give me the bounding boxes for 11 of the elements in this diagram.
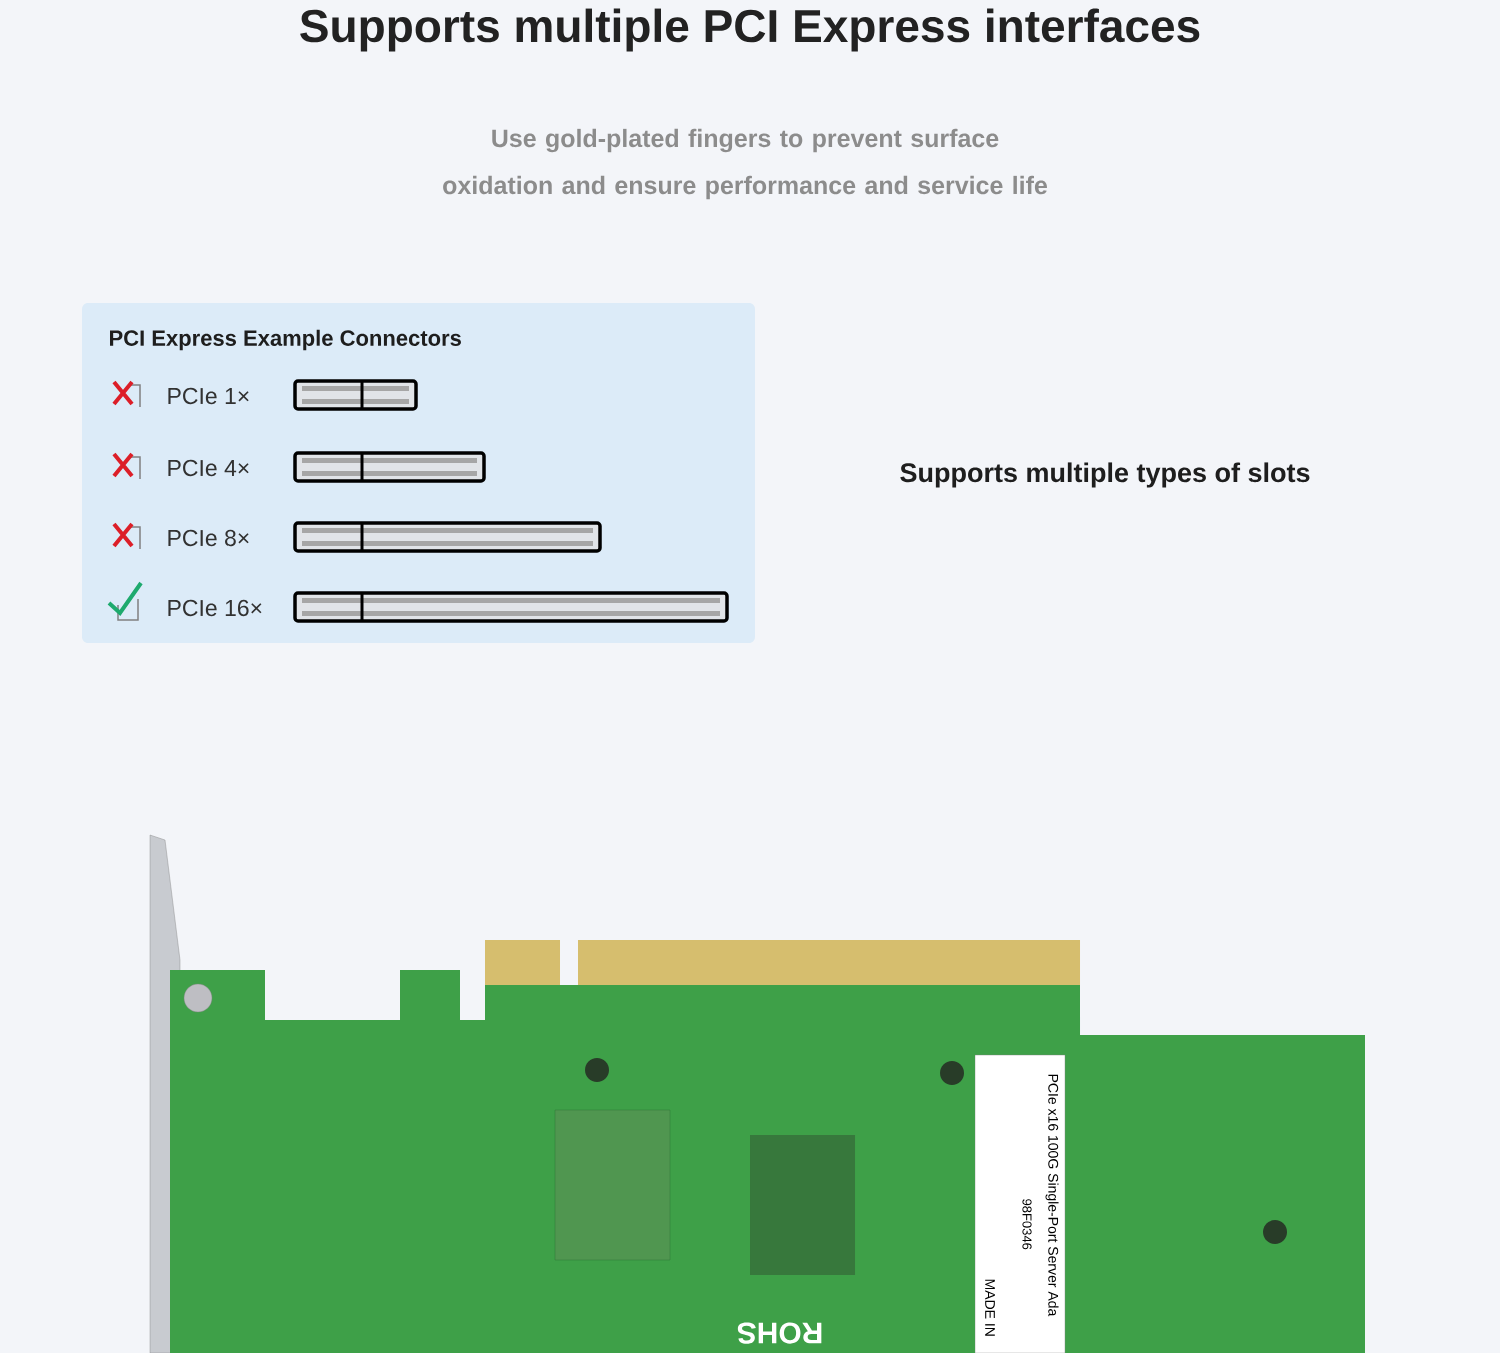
slot-label: PCIe 8× bbox=[168, 529, 249, 547]
title: Supports multiple PCI Express interfaces bbox=[300, 8, 1200, 52]
slot-label: PCIe 16× bbox=[168, 599, 262, 617]
slot-support-text: Supports multiple types of slots bbox=[900, 462, 1310, 488]
card-label-text: PCIe x16 100G Single-Port Server Ada bbox=[1045, 1074, 1059, 1317]
card-label-text: 98F0346 bbox=[1022, 1199, 1032, 1250]
card-marking: ROHS bbox=[737, 1322, 822, 1344]
slot-label: PCIe 1× bbox=[168, 387, 249, 405]
slot-label: PCIe 4× bbox=[168, 459, 249, 477]
subtitle: Use gold-plated fingers to prevent surface oxidation and ensure performance and service life bbox=[443, 128, 1047, 200]
card-label-text: MADE IN bbox=[985, 1279, 995, 1336]
